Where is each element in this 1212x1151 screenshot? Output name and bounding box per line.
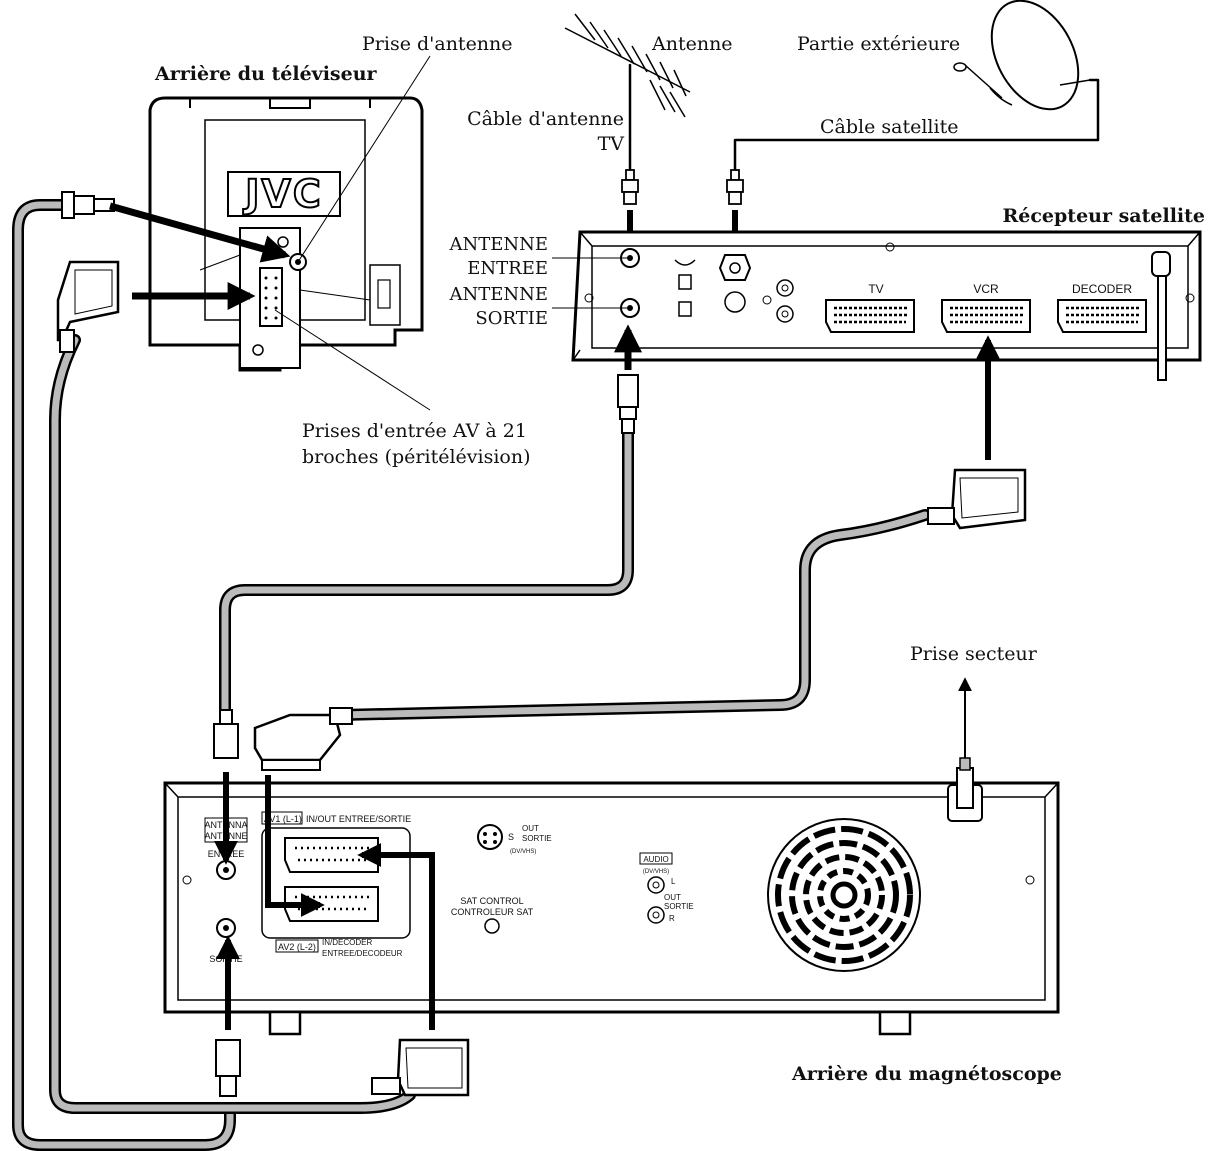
label-antenna-jack: Prise d'antenne <box>362 33 513 55</box>
satellite-receiver: TV VCR DECODER <box>571 230 1202 381</box>
vcr-s-video-jack <box>477 824 503 850</box>
vcr-av1-scart <box>284 837 379 873</box>
vcr-antenna-in-plug <box>213 709 239 759</box>
label-tv-cable-2: TV <box>598 133 625 155</box>
receiver-vcr-label: VCR <box>973 282 999 296</box>
vcr-scart-out-plug <box>371 1038 470 1097</box>
receiver-scart-tv <box>825 299 915 333</box>
vcr-av2-desc-1: IN/DECODER <box>322 938 372 947</box>
arrow-to-vcr-av2 <box>265 775 325 917</box>
vcr-s-out: OUT <box>522 824 539 833</box>
arrow-to-tv-antenna <box>109 202 291 263</box>
vcr-s-sub: (DV/VHS) <box>510 849 536 855</box>
vcr-s-sortie: SORTIE <box>522 834 552 843</box>
tv-scart-jack <box>259 267 283 327</box>
label-av-in-1: Prises d'entrée AV à 21 <box>302 420 527 442</box>
label-ant-out-1: ANTENNE <box>448 284 548 305</box>
vcr-audio-l: L <box>671 877 676 886</box>
label-sat-cable: Câble satellite <box>820 116 958 138</box>
label-vcr-rear: Arrière du magnétoscope <box>791 1063 1062 1085</box>
receiver-scart-vcr <box>941 299 1031 333</box>
vcr-antenna-out-plug <box>215 1039 241 1097</box>
label-sat-receiver: Récepteur satellite <box>1002 205 1205 227</box>
label-outdoor-unit: Partie extérieure <box>797 33 960 55</box>
cables <box>12 63 1100 1151</box>
satellite-dish <box>953 0 1091 111</box>
label-antenna: Antenne <box>651 33 733 55</box>
vcr-audio-r-jack <box>647 906 665 924</box>
receiver-antenna-out-plug <box>617 374 639 434</box>
vcr-audio-sub: (DV/VHS) <box>643 869 669 875</box>
tv-scart-plug <box>56 260 120 353</box>
vcr-av2-label: AV2 (L-2) <box>278 942 316 952</box>
vcr-audio-l-jack <box>647 876 665 894</box>
label-power-outlet: Prise secteur <box>910 643 1038 665</box>
receiver-scart-decoder <box>1057 299 1147 333</box>
receiver-decoder-label: DECODER <box>1072 282 1132 296</box>
cable-satellite <box>733 78 1100 177</box>
vcr-audio-r: R <box>669 914 675 923</box>
vcr-rear: ANTENNA ANTENNE ENTREE SORTIE AV1 (L-1) … <box>163 757 1060 1036</box>
tv-brand-logo: JVC <box>242 172 322 216</box>
receiver-power-cord <box>1157 262 1167 381</box>
vcr-av2-desc-2: ENTREE/DECODEUR <box>322 949 403 958</box>
vcr-av1-label: AV1 (L-1) <box>264 814 302 824</box>
antenna <box>564 13 691 118</box>
receiver-input-plugs <box>621 169 744 205</box>
vcr-sat-control-jack <box>484 918 500 934</box>
label-tv-rear: Arrière du téléviseur <box>154 63 378 85</box>
leader-lines <box>274 55 630 411</box>
cable-receiver-vcr-antenna <box>219 424 634 716</box>
label-ant-out-2: SORTIE <box>475 308 548 329</box>
arrow-from-vcr-av1 <box>357 843 435 1030</box>
label-ant-in-1: ANTENNE <box>448 234 548 255</box>
tv-rear: JVC <box>148 96 424 372</box>
vcr-s-label: S <box>508 832 514 842</box>
tv-logo-box <box>227 171 341 217</box>
receiver-tv-label: TV <box>868 282 883 296</box>
vcr-sat-control-2: CONTROLEUR SAT <box>451 907 534 917</box>
vcr-scart-in-plug <box>253 707 353 771</box>
tv-antenna-plug <box>61 191 115 219</box>
label-ant-in-2: ENTREE <box>467 258 548 279</box>
label-tv-cable-1: Câble d'antenne <box>467 108 624 130</box>
vcr-audio-label: AUDIO <box>643 855 668 864</box>
vcr-audio-sortie: SORTIE <box>664 902 694 911</box>
vcr-fan-grille <box>767 818 921 972</box>
label-av-in-2: broches (péritélévision) <box>302 446 531 468</box>
vcr-sat-control-1: SAT CONTROL <box>460 896 523 906</box>
vcr-av1-desc: IN/OUT ENTREE/SORTIE <box>306 814 411 824</box>
receiver-scart-plug <box>927 468 1027 530</box>
vcr-audio-out: OUT <box>664 893 681 902</box>
